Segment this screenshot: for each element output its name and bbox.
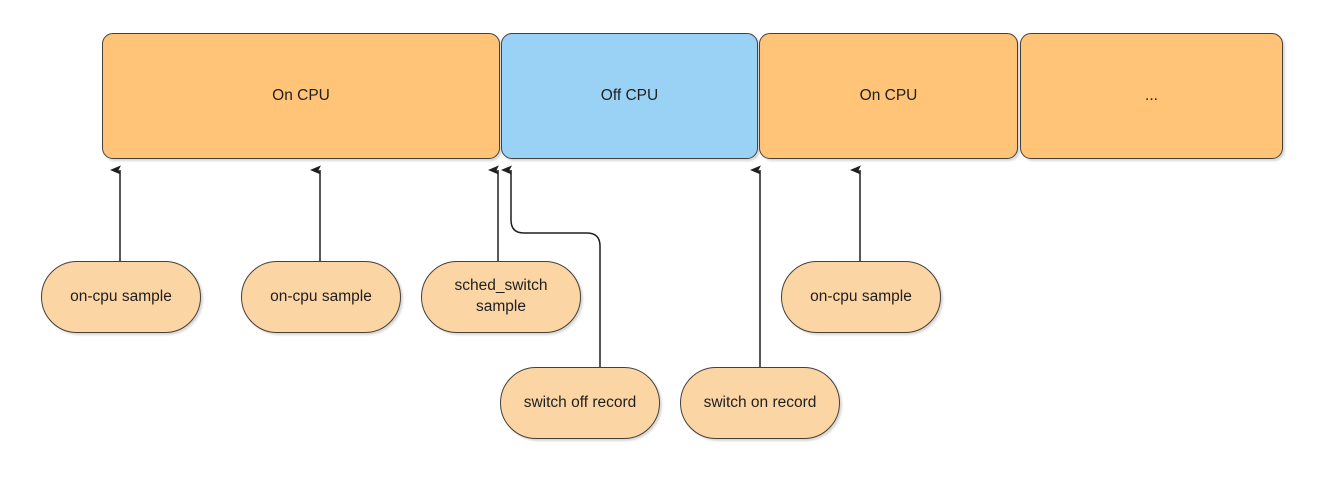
timeline-segment-off-cpu-1[interactable]: Off CPU xyxy=(501,33,758,159)
record-switch-on[interactable]: switch on record xyxy=(680,367,840,439)
timeline-segment-on-cpu-1[interactable]: On CPU xyxy=(102,33,500,159)
sample-on-cpu-2[interactable]: on-cpu sample xyxy=(241,261,401,333)
record-switch-off[interactable]: switch off record xyxy=(500,367,660,439)
timeline-segment-ellipsis[interactable]: ... xyxy=(1020,33,1283,159)
sample-on-cpu-1[interactable]: on-cpu sample xyxy=(41,261,201,333)
timeline-segment-on-cpu-2[interactable]: On CPU xyxy=(759,33,1018,159)
sample-sched-switch[interactable]: sched_switch sample xyxy=(421,261,581,333)
sample-on-cpu-3[interactable]: on-cpu sample xyxy=(781,261,941,333)
